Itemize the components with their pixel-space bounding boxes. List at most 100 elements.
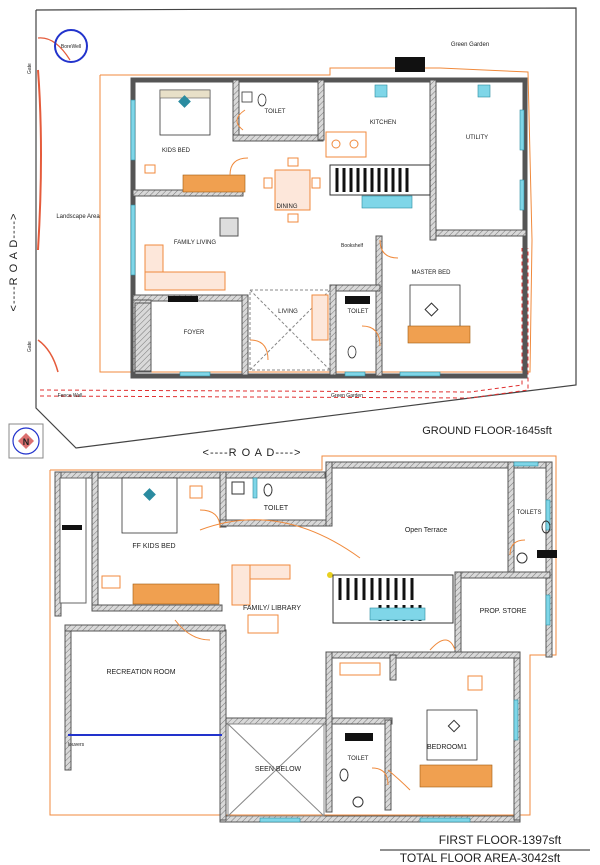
gf-door-4 (249, 339, 269, 361)
fence-dashed (39, 248, 523, 393)
ff-window-5 (259, 817, 301, 823)
gf-wall-9 (329, 284, 337, 376)
gf-door-1 (236, 109, 246, 131)
ff-toilets-counter (537, 550, 557, 558)
ff-library-table (247, 614, 279, 634)
ff-bedroom1-wardrobe (419, 764, 493, 788)
gf-wall-8 (329, 284, 381, 292)
gf-staircase (329, 164, 431, 209)
ff-wall-i15 (384, 719, 392, 811)
green-garden-top-label: Green Garden (451, 42, 489, 48)
gf-kitchen-island (325, 131, 367, 158)
gf-window-1 (130, 99, 136, 161)
ff-toilet-basin (231, 481, 245, 495)
gf-window-7 (399, 371, 441, 377)
ff-bedroom1-label: BEDROOM1 (427, 744, 467, 751)
gf-kids-bed-pillow (178, 95, 191, 108)
gf-kids-chair (144, 164, 156, 174)
gf-wall-11 (241, 294, 249, 376)
ff-library-sofa (231, 564, 251, 606)
gf-living-sofa (311, 294, 329, 341)
gf-dining-chair-4 (287, 213, 299, 223)
gf-window-6 (519, 179, 525, 211)
gf-kitchen-sink (374, 84, 388, 98)
ff-wall-i7 (454, 571, 551, 579)
gf-dining-table (274, 169, 311, 211)
gf-toilet-basin (241, 91, 253, 103)
green-garden-bottom-label: Green Garden (331, 393, 363, 399)
ff-wall-i16 (389, 654, 397, 681)
gf-master-bed-frame (409, 284, 461, 331)
ff-toilet-label: TOILET (264, 505, 289, 512)
gf-sofa-bottom (144, 271, 226, 291)
ff-seen-below-void (227, 723, 325, 817)
gf-master-wardrobe (407, 325, 471, 344)
ff-seen-below-diag-2 (227, 723, 325, 817)
ff-wall-i9 (329, 651, 521, 659)
ground-floor-plan: BoreWell Gate Gate Landscape Area Green … (8, 7, 577, 459)
gf-wall-5 (429, 79, 437, 241)
ff-kids-bed-pillow (143, 488, 156, 501)
ff-setback-line (49, 455, 557, 816)
ff-kids-bed-frame (121, 477, 178, 534)
ff-toilet-wc (263, 483, 273, 497)
ff-wall-i10 (325, 651, 333, 813)
ff-door-4 (429, 639, 456, 651)
ground-floor-title: GROUND FLOOR-1645sft (422, 425, 552, 437)
ff-bedroom1-chair (467, 675, 483, 691)
ff-wall-i8 (454, 571, 462, 658)
dining-label: DINING (277, 204, 298, 210)
gf-door-3 (379, 239, 399, 259)
ff-window-1 (252, 477, 258, 499)
gf-wall-3 (232, 134, 324, 142)
ff-toilets-wc (541, 520, 551, 534)
gf-dining-chair-1 (287, 157, 299, 167)
gf-stove-1 (331, 139, 341, 149)
foyer-label: FOYER (184, 330, 205, 336)
gate-bottom-label: Gate (27, 341, 33, 352)
gf-window-4 (344, 371, 366, 377)
site-boundary (35, 7, 577, 449)
ff-wall-i6 (507, 461, 515, 578)
ff-library-sofa-2 (249, 564, 291, 580)
ff-window-6 (419, 817, 471, 823)
ff-door-2 (199, 519, 361, 559)
gf-toilet2-counter (345, 296, 370, 304)
gf-wall-4 (317, 79, 325, 141)
ff-window-2 (513, 461, 539, 467)
road-left-label: <----R O A D----> (8, 213, 20, 312)
ff-wall-i14 (331, 717, 393, 725)
gf-window-3 (179, 371, 211, 377)
gf-door-5 (361, 325, 381, 347)
first-floor-plan: FF KIDS BED TOILET Open Terrace TOILETS … (49, 455, 590, 865)
gf-living-diag-2 (249, 289, 331, 371)
ff-bedroom1-desk (339, 662, 381, 676)
ff-window-3 (545, 499, 551, 531)
ff-kids-wardrobe (132, 583, 220, 605)
gf-master-bed-pillow (424, 302, 439, 317)
bookshelf-label: Bookshelf (341, 243, 364, 249)
ff-window-7 (513, 699, 519, 741)
gf-window-2 (130, 204, 136, 276)
gf-foyer-shelf (168, 296, 198, 302)
gf-dining-chair-3 (311, 177, 321, 189)
ff-wall-i5 (325, 461, 333, 527)
gf-foyer-bench (134, 302, 152, 372)
gf-wall-2 (232, 79, 240, 141)
ff-louvers-label: louvers (68, 742, 85, 748)
ff-staircase (332, 574, 454, 624)
kids-bed-label: KIDS BED (162, 148, 191, 154)
living-label: LIVING (278, 309, 298, 315)
ff-left-shelf (62, 525, 82, 530)
compass-label: N (23, 437, 30, 447)
ff-wall-i12 (64, 624, 226, 632)
ff-bedroom1-pillow (447, 719, 461, 733)
ff-kids-chair (189, 485, 203, 499)
ff-door-3 (509, 539, 526, 556)
gf-wall-6 (435, 229, 527, 237)
gf-kids-wardrobe (182, 174, 246, 193)
total-area-title: TOTAL FLOOR AREA-3042sft (400, 851, 561, 865)
ff-toilet2-wc (339, 768, 349, 782)
ff-window-4 (545, 594, 551, 626)
